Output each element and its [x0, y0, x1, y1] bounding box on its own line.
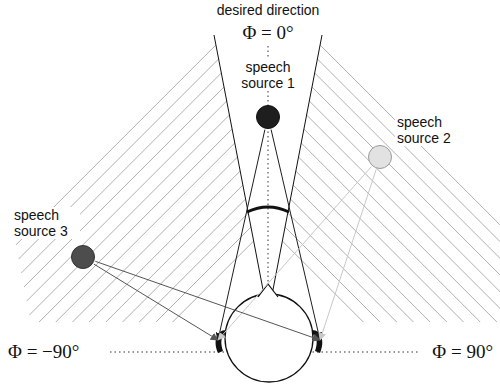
angle-label: Φ = 90° — [430, 341, 495, 363]
direction-label: desired direction — [215, 2, 322, 19]
sound-path — [218, 130, 265, 340]
source-label: speech source 1 — [234, 59, 302, 91]
sound-path — [320, 169, 376, 340]
source-label: speech source 2 — [395, 114, 463, 146]
right-hatch — [282, 45, 500, 322]
source-circle — [256, 105, 280, 129]
right-ear — [312, 330, 322, 353]
speech-source: speech source 3 — [12, 207, 80, 239]
source-circle — [71, 245, 95, 269]
angle-label: Φ = −90° — [6, 341, 81, 363]
sound-path — [95, 261, 320, 340]
sound-path — [271, 130, 320, 340]
angle-label: Φ = 0° — [240, 22, 295, 44]
source-label: speech source 3 — [12, 207, 80, 239]
left-hatch — [16, 45, 254, 322]
source-circle — [368, 145, 392, 169]
speech-source: speech source 2 — [395, 114, 463, 146]
sound-path — [94, 264, 218, 340]
head-outline — [225, 294, 313, 382]
speech-source: speech source 1 — [234, 59, 302, 91]
nose-symbol — [258, 284, 278, 297]
wavefront-hatch — [16, 45, 500, 322]
beam-angle-arc — [247, 207, 289, 212]
